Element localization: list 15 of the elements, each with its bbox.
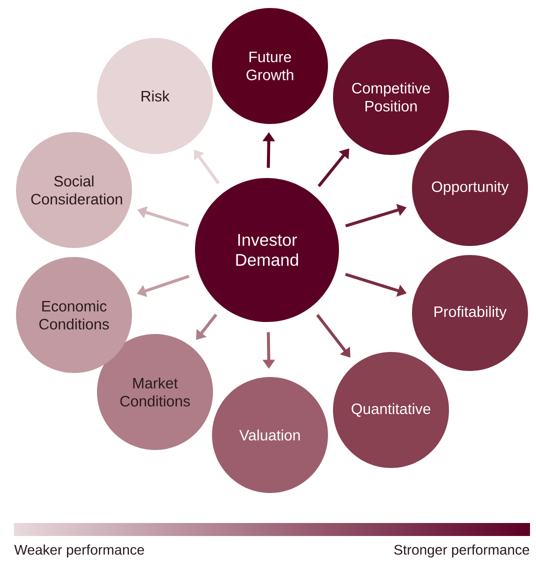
circle-node: Future Growth <box>212 8 328 124</box>
arrow <box>318 148 350 188</box>
circle-node: Competitive Position <box>333 39 449 155</box>
circle-node: Opportunity <box>412 130 528 246</box>
circle-node: Market Conditions <box>97 334 213 450</box>
arrow <box>196 314 218 340</box>
circle-node: Valuation <box>212 377 328 493</box>
scale-label: Stronger performance <box>394 544 530 558</box>
circle-node: Profitability <box>412 255 528 371</box>
scale-label: Weaker performance <box>14 544 144 558</box>
circle-node: Social Consideration <box>16 132 132 248</box>
circle-node: Investor Demand <box>195 178 339 322</box>
circle-node: Risk <box>97 38 213 154</box>
circle-node: Quantitative <box>333 352 449 468</box>
circle-node: Economic Conditions <box>16 257 132 373</box>
